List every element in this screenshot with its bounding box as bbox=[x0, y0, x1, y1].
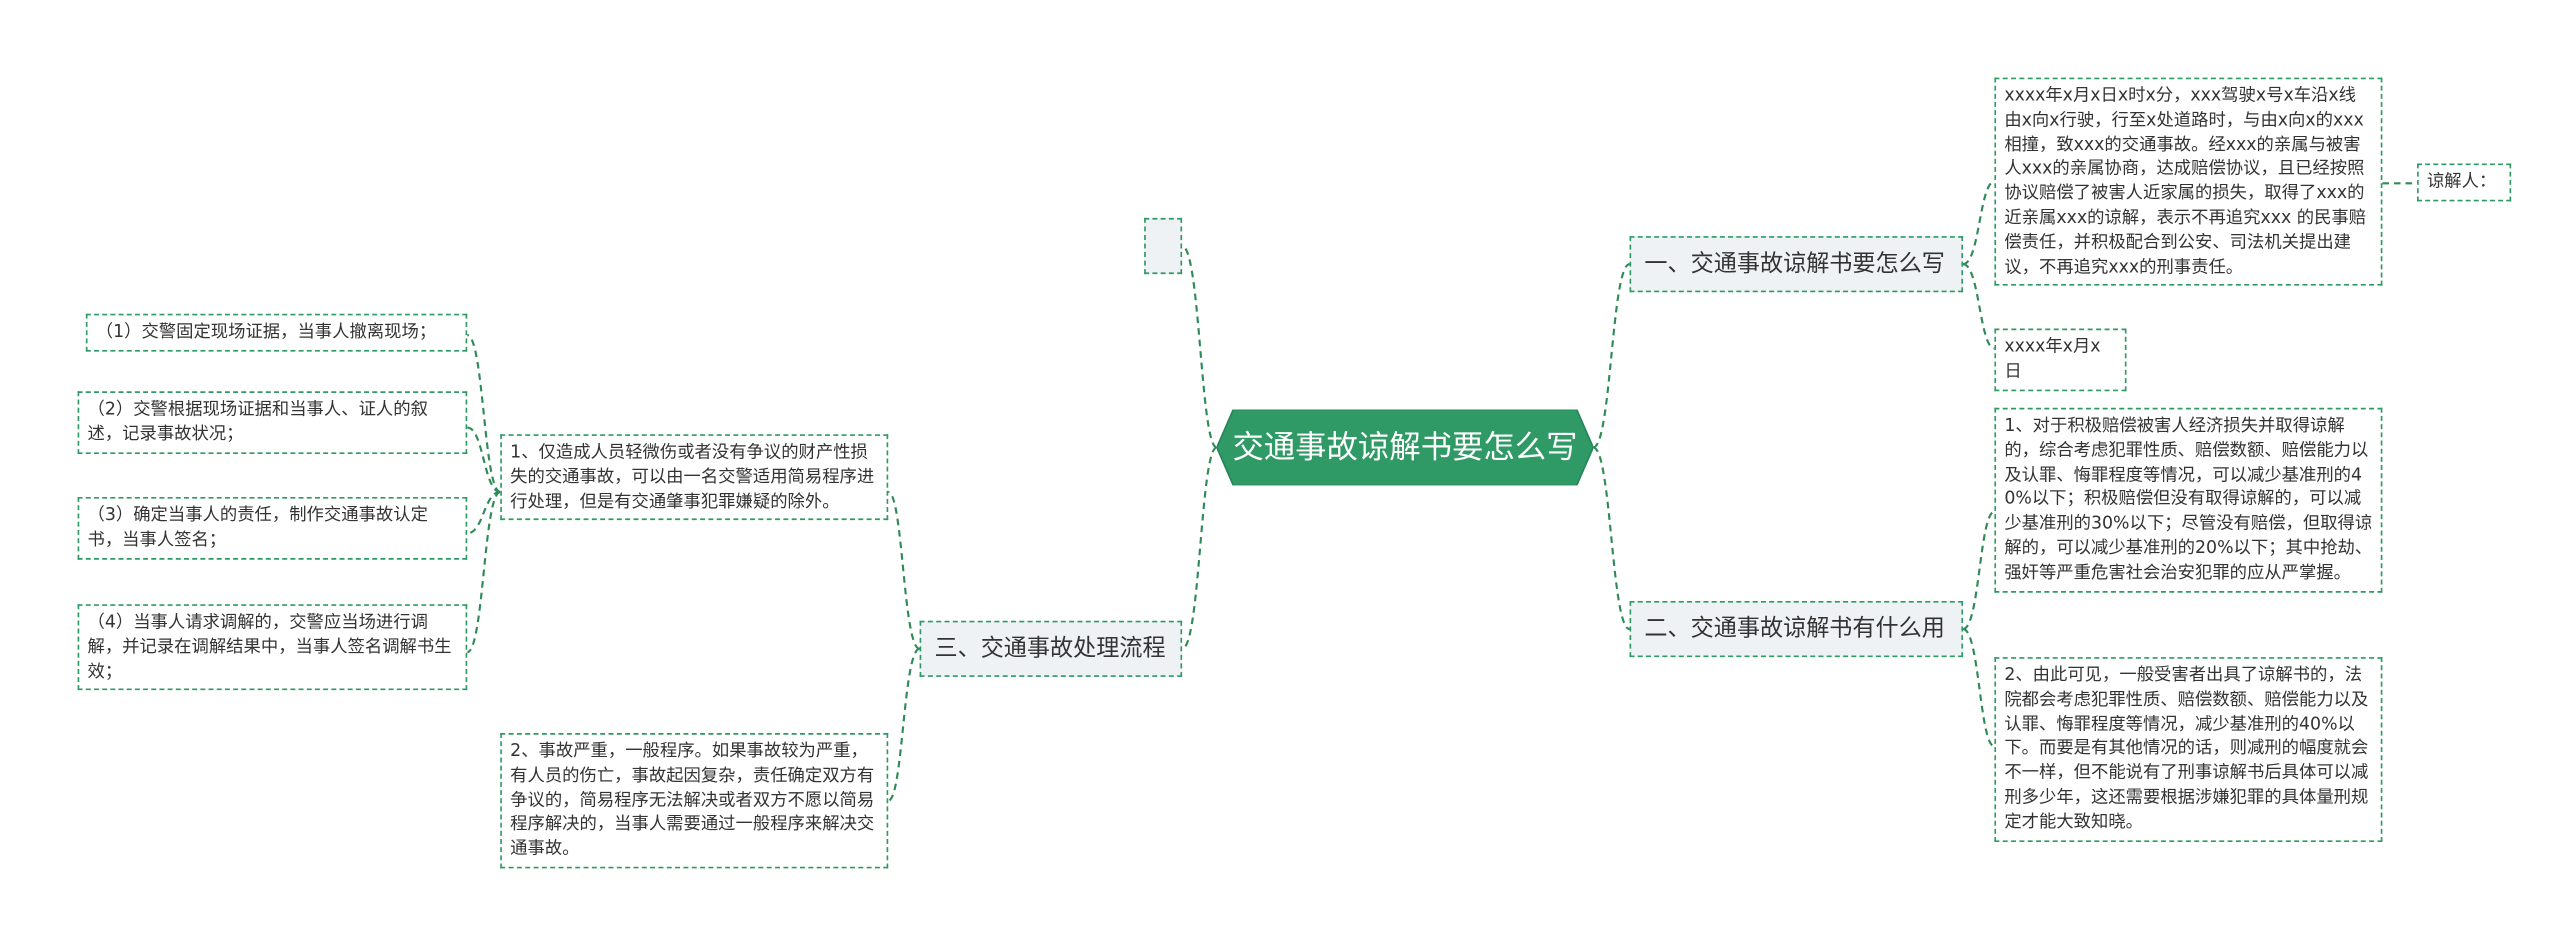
link-b1-date bbox=[1962, 263, 1995, 350]
link-text1-step3 bbox=[466, 490, 501, 535]
link-b2-text1 bbox=[1962, 510, 1995, 631]
step-4[interactable]: （4）当事人请求调解的，交警应当场进行调解，并记录在调解结果中，当事人签名调解书… bbox=[77, 604, 468, 691]
date-label[interactable]: xxxx年x月x日 bbox=[1994, 328, 2127, 391]
branch-procedure[interactable]: 三、交通事故处理流程 bbox=[919, 620, 1183, 677]
link-root-b1 bbox=[1592, 263, 1631, 449]
step-1[interactable]: （1）交警固定现场证据，当事人撤离现场； bbox=[85, 313, 468, 352]
link-b3-text2 bbox=[887, 647, 921, 802]
branch-how-to-write[interactable]: 一、交通事故谅解书要怎么写 bbox=[1629, 236, 1964, 293]
link-text1-step1 bbox=[466, 334, 501, 494]
link-b3-text1 bbox=[887, 490, 921, 650]
link-b2-text2 bbox=[1962, 627, 1995, 748]
link-text1-step4 bbox=[466, 490, 501, 654]
link-b1-text1 bbox=[1962, 180, 1995, 266]
step-3[interactable]: （3）确定当事人的责任，制作交通事故认定书，当事人签名； bbox=[77, 496, 468, 560]
general-procedure[interactable]: 2、事故严重，一般程序。如果事故较为严重，有人员的伤亡，事故起因复杂，责任确定双… bbox=[500, 733, 889, 869]
link-root-b3 bbox=[1181, 446, 1218, 650]
branch-usage[interactable]: 二、交通事故谅解书有什么用 bbox=[1629, 600, 1964, 658]
usage-point-2[interactable]: 2、由此可见，一般受害者出具了谅解书的，法院都会考虑犯罪性质、赔偿数额、赔偿能力… bbox=[1994, 657, 2383, 842]
root-node-shape bbox=[1216, 409, 1594, 486]
link-text1-step2 bbox=[466, 426, 501, 494]
step-2[interactable]: （2）交警根据现场证据和当事人、证人的叙述，记录事故状况； bbox=[77, 391, 468, 454]
sample-letter-text[interactable]: xxxx年x月x日x时x分，xxx驾驶x号x车沿x线由x向x行驶，行至x处道路时… bbox=[1994, 77, 2383, 287]
empty-topic[interactable] bbox=[1144, 217, 1183, 275]
link-root-b2 bbox=[1592, 446, 1631, 631]
link-root-empty bbox=[1181, 244, 1218, 449]
root-topic[interactable]: 交通事故谅解书要怎么写 bbox=[1232, 429, 1578, 466]
simple-procedure[interactable]: 1、仅造成人员轻微伤或者没有争议的财产性损失的交通事故，可以由一名交警适用简易程… bbox=[500, 434, 889, 521]
usage-point-1[interactable]: 1、对于积极赔偿被害人经济损失并取得谅解的，综合考虑犯罪性质、赔偿数额、赔偿能力… bbox=[1994, 407, 2383, 593]
signer-label[interactable]: 谅解人： bbox=[2417, 163, 2512, 202]
